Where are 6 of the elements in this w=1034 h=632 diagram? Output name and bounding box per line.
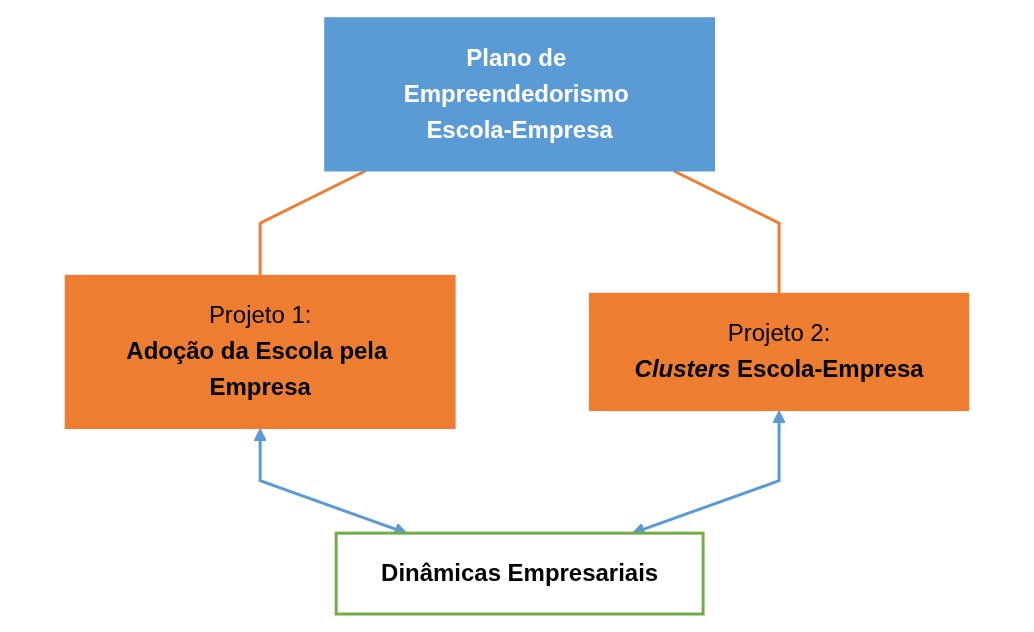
node-box: Dinâmicas Empresariais (334, 531, 705, 616)
connector (258, 169, 367, 276)
connector (672, 169, 781, 294)
node-box: Projeto 1: Adoção da Escola pela Empresa (64, 274, 456, 430)
node-box: Projeto 2: Clusters Escola-Empresa (588, 292, 970, 412)
node-box: Plano de Empreendedorismo Escola-Empresa (324, 17, 716, 172)
